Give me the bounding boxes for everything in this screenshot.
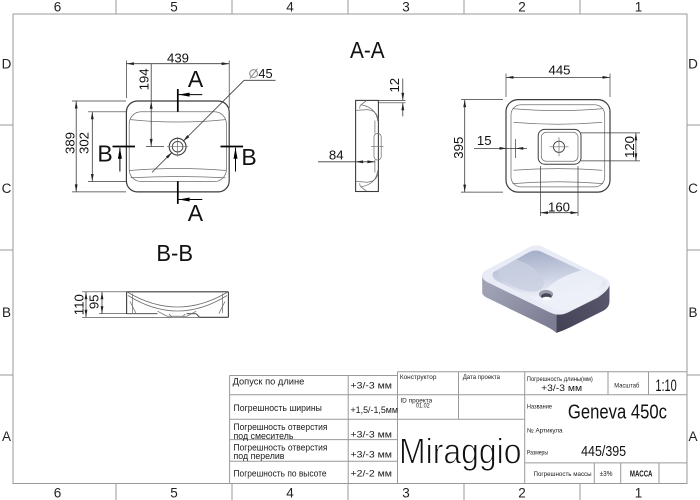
svg-text:+3/-3 мм: +3/-3 мм — [351, 449, 393, 460]
svg-text:Погрешность по высоте: Погрешность по высоте — [234, 468, 327, 478]
svg-text:D: D — [2, 57, 12, 72]
svg-text:Дата проекта: Дата проекта — [463, 374, 501, 381]
svg-text:302: 302 — [76, 132, 91, 154]
svg-text:+1,5/-1,5мм: +1,5/-1,5мм — [351, 405, 399, 416]
svg-text:Масштаб: Масштаб — [614, 383, 639, 390]
svg-text:Погрешность ширины: Погрешность ширины — [234, 403, 322, 413]
svg-text:Погрешность массы: Погрешность массы — [534, 471, 592, 478]
svg-text:+3/-3 мм: +3/-3 мм — [541, 383, 582, 394]
svg-text:1:10: 1:10 — [655, 376, 676, 395]
svg-text:Допуск по длине: Допуск по длине — [233, 377, 305, 387]
svg-text:A-A: A-A — [350, 37, 385, 63]
svg-text:194: 194 — [136, 68, 151, 90]
svg-text:A: A — [2, 429, 11, 444]
svg-text:12: 12 — [387, 78, 402, 93]
svg-text:01.02: 01.02 — [416, 403, 430, 410]
svg-text:Название: Название — [527, 404, 553, 411]
svg-text:45: 45 — [258, 66, 272, 81]
svg-text:Погрешность отверстия: Погрешность отверстия — [234, 422, 328, 432]
svg-text:160: 160 — [548, 199, 570, 214]
svg-text:4: 4 — [286, 486, 294, 500]
svg-text:D: D — [688, 57, 698, 72]
svg-text:2: 2 — [518, 486, 526, 500]
svg-text:Погрешность отверстия: Погрешность отверстия — [234, 442, 328, 452]
svg-text:C: C — [688, 181, 698, 196]
svg-text:5: 5 — [170, 486, 178, 500]
svg-text:2: 2 — [518, 0, 526, 15]
svg-text:5: 5 — [170, 0, 178, 15]
svg-text:120: 120 — [622, 136, 637, 158]
svg-text:1: 1 — [635, 486, 643, 500]
svg-text:395: 395 — [451, 137, 466, 159]
svg-text:445/395: 445/395 — [581, 444, 626, 460]
svg-text:445: 445 — [548, 62, 570, 77]
svg-text:МАССА: МАССА — [630, 468, 653, 478]
svg-text:A: A — [688, 429, 697, 444]
svg-text:110: 110 — [71, 294, 86, 315]
svg-text:4: 4 — [286, 0, 294, 15]
svg-text:3: 3 — [402, 486, 410, 500]
svg-text:6: 6 — [54, 486, 62, 500]
svg-text:3: 3 — [402, 0, 410, 15]
svg-text:±3%: ±3% — [600, 469, 613, 478]
svg-text:Размеры: Размеры — [527, 450, 549, 457]
svg-text:84: 84 — [329, 148, 344, 163]
svg-text:под перелив: под перелив — [234, 451, 285, 461]
svg-text:№ Артикула: № Артикула — [527, 427, 563, 434]
svg-text:ID проекта: ID проекта — [400, 398, 432, 405]
svg-text:A: A — [188, 200, 204, 226]
svg-text:389: 389 — [62, 132, 77, 154]
svg-text:B: B — [688, 305, 697, 320]
svg-text:Geneva 450c: Geneva 450c — [568, 401, 667, 423]
svg-text:439: 439 — [167, 50, 189, 65]
svg-text:15: 15 — [477, 133, 492, 148]
svg-text:+2/-2 мм: +2/-2 мм — [351, 469, 393, 480]
svg-text:95: 95 — [87, 294, 102, 309]
svg-text:+3/-3 мм: +3/-3 мм — [351, 381, 393, 392]
svg-text:под смеситель: под смеситель — [234, 431, 294, 441]
svg-text:Погрешность длины(мм): Погрешность длины(мм) — [527, 376, 593, 383]
svg-text:6: 6 — [54, 0, 62, 15]
svg-text:B: B — [241, 144, 256, 170]
svg-text:Miraggio: Miraggio — [399, 430, 522, 471]
svg-text:A: A — [188, 66, 204, 92]
svg-text:B: B — [2, 305, 11, 320]
svg-text:Конструктор: Конструктор — [400, 374, 437, 381]
svg-text:1: 1 — [635, 0, 643, 15]
svg-text:B: B — [97, 140, 112, 166]
svg-text:C: C — [2, 181, 12, 196]
svg-text:+3/-3 мм: +3/-3 мм — [351, 429, 393, 440]
svg-text:B-B: B-B — [156, 240, 193, 266]
